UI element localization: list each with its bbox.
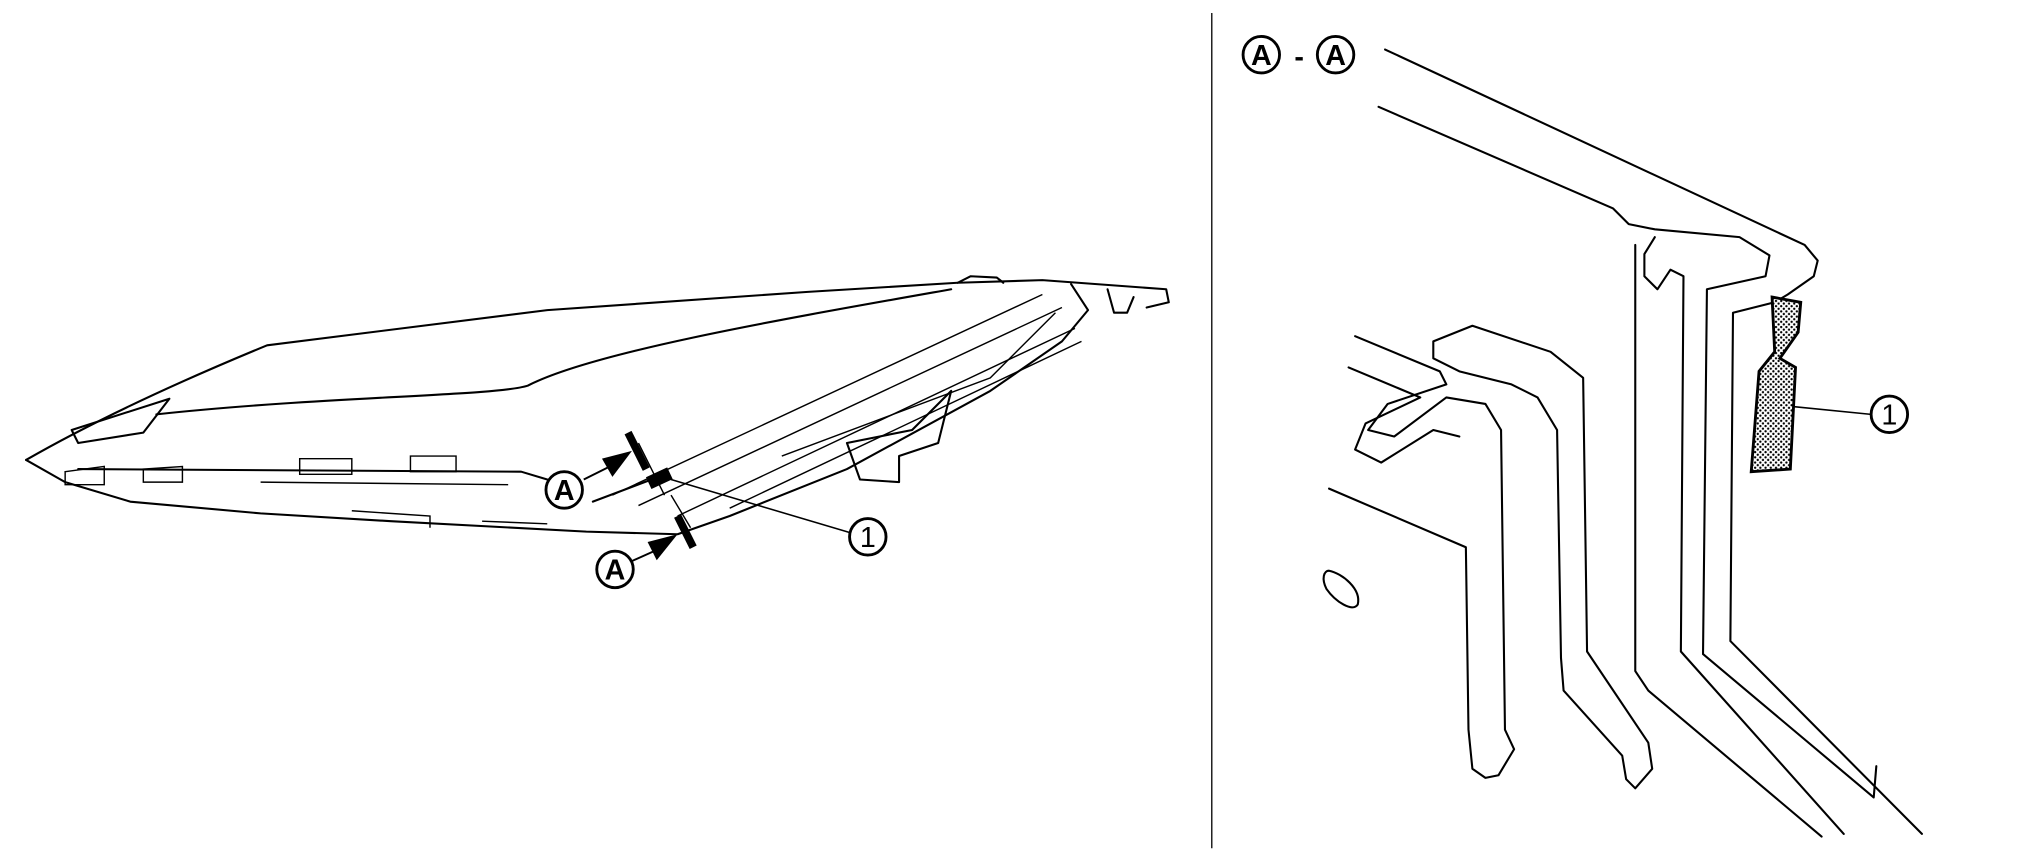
section-cut-marks [583,430,852,563]
trim-panel-drawing [25,275,1170,536]
section-marker-bottom-label: A [605,555,626,587]
part-callout-right: 1 [1869,394,1910,435]
section-marker-bottom: A [595,549,635,590]
part-callout-left-label: 1 [860,522,876,554]
section-title: A - A [1241,35,1356,75]
section-title-separator: - [1294,41,1304,73]
section-marker-top: A [544,470,584,510]
part-callout-left: 1 [848,517,888,557]
section-view-drawing [1322,48,1923,838]
part-1-section [1749,295,1803,474]
section-title-from: A [1251,40,1272,72]
part-callout-right-label: 1 [1881,400,1897,432]
section-marker-top-label: A [554,475,575,507]
section-title-to: A [1325,40,1346,72]
